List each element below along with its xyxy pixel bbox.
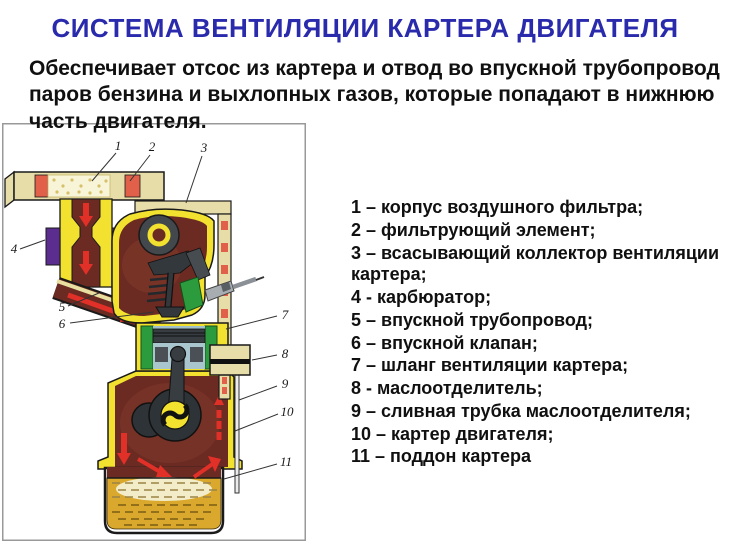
legend-item-7: 7 – шланг вентиляции картера; — [351, 355, 629, 376]
piston-pin — [169, 345, 187, 363]
callout-8: 8 — [282, 346, 289, 361]
cylinder-head — [111, 208, 215, 324]
intake-port — [179, 276, 204, 313]
callout-line-8 — [251, 354, 278, 361]
callout-7: 7 — [282, 307, 289, 322]
carburetor-venturi — [71, 198, 101, 288]
callout-line-6 — [69, 311, 155, 324]
legend-item-3: 3 – всасывающий коллектор вентиляции кар… — [351, 242, 720, 285]
callout-5: 5 — [59, 299, 66, 314]
engine-diagram-figure: 1 2 3 4 5 6 7 8 9 10 11 — [2, 123, 306, 541]
piston — [152, 328, 206, 369]
callout-line-5 — [67, 292, 100, 307]
camshaft — [138, 214, 180, 256]
slide-title: СИСТЕМА ВЕНТИЛЯЦИИ КАРТЕРА ДВИГАТЕЛЯ — [51, 13, 679, 43]
oil-separator-assembly — [209, 344, 251, 494]
legend-item-5: 5 – впускной трубопровод; — [351, 309, 594, 330]
crankcase-flow-arrows — [117, 395, 224, 479]
carburetor-flange-left — [45, 227, 61, 266]
callout-10: 10 — [281, 404, 295, 419]
crank-journal — [160, 400, 190, 430]
legend-list: 1 – корпус воздушного фильтра; 2 – фильт… — [351, 197, 727, 469]
callout-numbers: 1 2 3 4 5 6 7 8 9 10 11 — [11, 138, 294, 469]
callout-line-2 — [129, 154, 151, 182]
legend-item-9: 9 – сливная трубка маслоотделителя; — [351, 400, 691, 421]
engine-diagram-svg: 1 2 3 4 5 6 7 8 9 10 11 — [2, 123, 306, 541]
callout-6: 6 — [59, 316, 66, 331]
callout-line-1 — [91, 152, 117, 182]
air-filter-element — [47, 174, 111, 198]
legend-item-11: 11 – поддон картера — [351, 446, 531, 467]
callout-line-7 — [225, 315, 278, 330]
legend-item-1: 1 – корпус воздушного фильтра; — [351, 197, 644, 217]
rocker-arm — [147, 250, 199, 276]
callout-2: 2 — [149, 139, 156, 154]
intake-valve — [155, 272, 185, 318]
cylinder-liner-left — [140, 325, 154, 370]
callout-line-4 — [19, 239, 46, 250]
callout-9: 9 — [282, 376, 289, 391]
legend-item-10: 10 – картер двигателя; — [351, 423, 554, 444]
separator-inlet-tube — [218, 372, 231, 400]
filter-seal-right — [124, 174, 141, 198]
callout-line-9 — [238, 385, 278, 401]
legend-item-6: 6 – впускной клапан; — [351, 332, 538, 353]
callout-line-10 — [234, 413, 279, 432]
callout-lines — [19, 152, 279, 480]
callout-4: 4 — [11, 241, 18, 256]
callout-3: 3 — [200, 140, 208, 155]
callout-1: 1 — [115, 138, 122, 153]
legend-item-2: 2 – фильтрующий элемент; — [351, 219, 596, 240]
callout-line-11 — [223, 463, 278, 480]
rocker-lever — [185, 247, 211, 281]
callout-11: 11 — [280, 454, 292, 469]
filter-seal-left — [34, 174, 49, 198]
oil — [106, 477, 222, 530]
intake-air-arrows — [79, 203, 93, 275]
spark-plug — [204, 276, 265, 302]
valve-spring — [146, 276, 171, 303]
slide-description: Обеспечивает отсос из картера и отвод во… — [29, 57, 720, 133]
legend-item-8: 8 - маслоотделитель; — [351, 378, 543, 399]
legend-item-4: 4 - карбюратор; — [351, 287, 492, 308]
callout-line-3 — [185, 155, 203, 204]
